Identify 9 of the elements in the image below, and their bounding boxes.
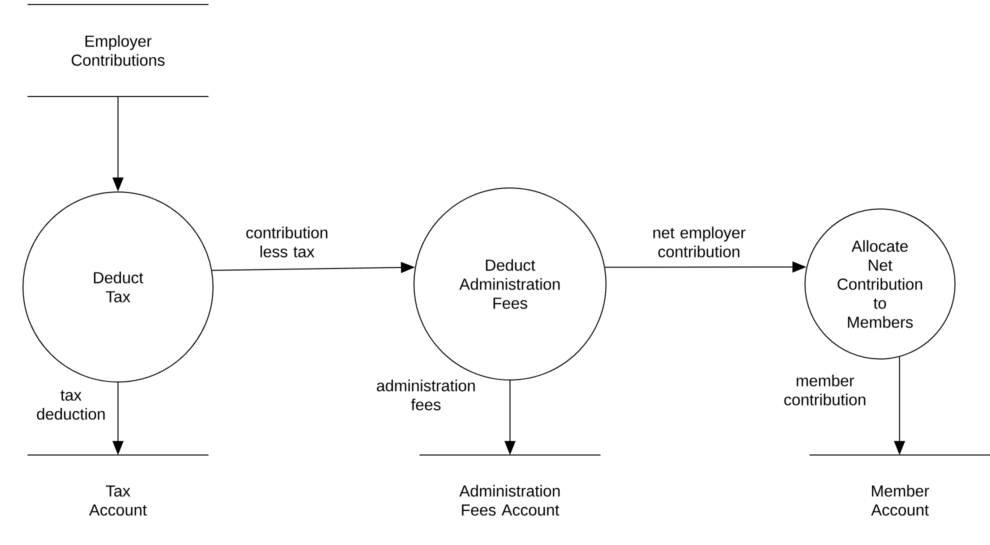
edge-label: administration fees [371, 378, 481, 412]
edge-label: net employer contribution [650, 226, 748, 258]
data-store: Member Account [809, 454, 990, 516]
edge-label: contribution less tax [240, 226, 334, 258]
data-store: Employer Contributions [27, 4, 209, 97]
data-store: Tax Account [27, 454, 209, 516]
edge-label: member contribution [778, 374, 872, 406]
edge-label: tax deduction [31, 389, 111, 421]
data-store: Administration Fees Account [419, 454, 601, 516]
